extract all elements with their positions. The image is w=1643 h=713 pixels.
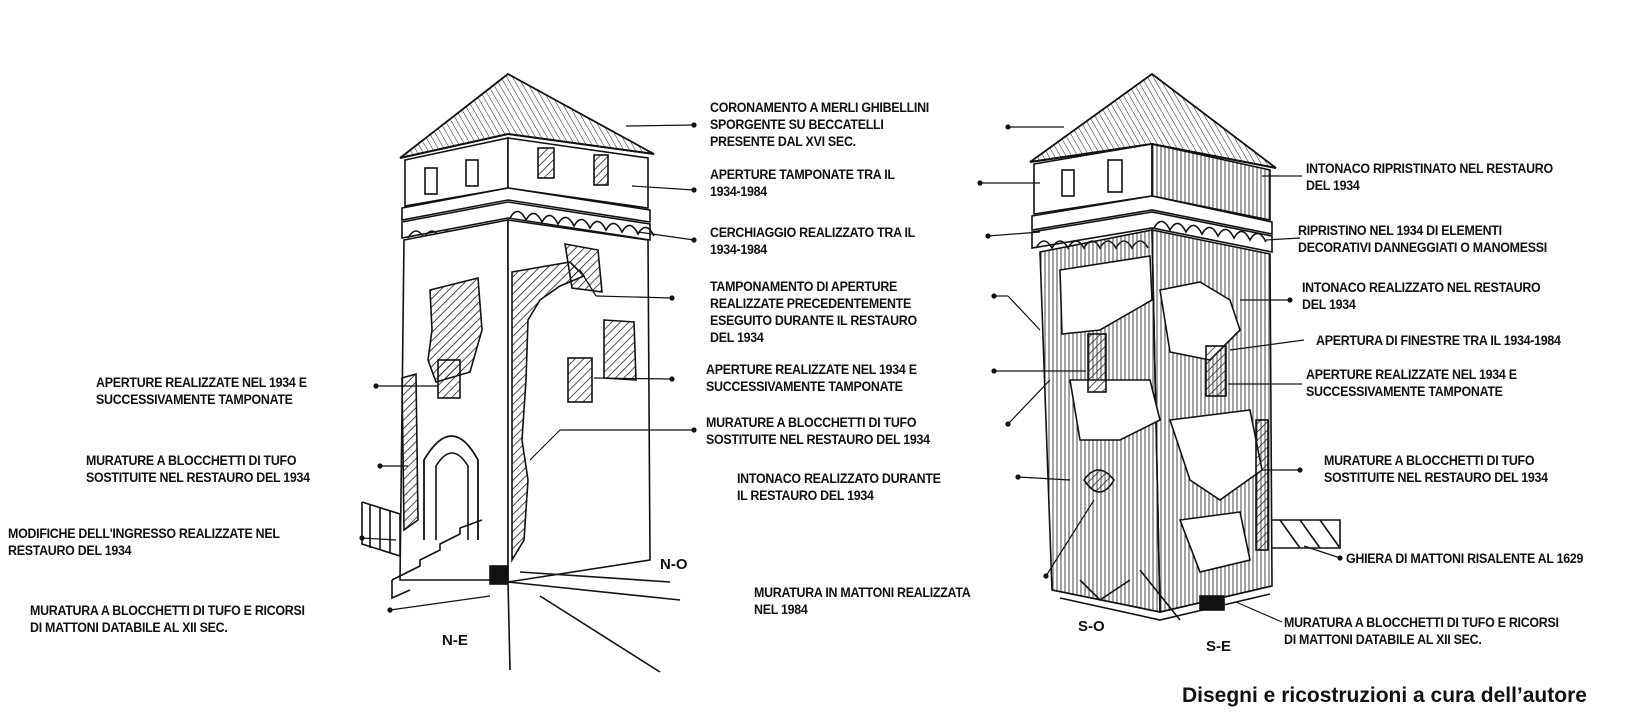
face-label-ne: N-E	[442, 632, 468, 649]
face-label-no: N-O	[660, 556, 688, 573]
face-label-so: S-O	[1078, 618, 1105, 635]
tower-right-drawing	[1029, 72, 1341, 621]
tower-left-drawing	[361, 72, 681, 673]
face-label-se: S-E	[1206, 638, 1232, 655]
leader-lines	[359, 122, 1343, 623]
figure-credit: Disegni e ricostruzioni a cura dell’auto…	[1182, 684, 1587, 707]
annotation-ghiera-mattoni: GHIERA DI MATTONI RISALENTE AL 1629	[1346, 551, 1584, 566]
annotation-apertura-finestre: APERTURA DI FINESTRE TRA IL 1934-1984	[1316, 333, 1561, 348]
